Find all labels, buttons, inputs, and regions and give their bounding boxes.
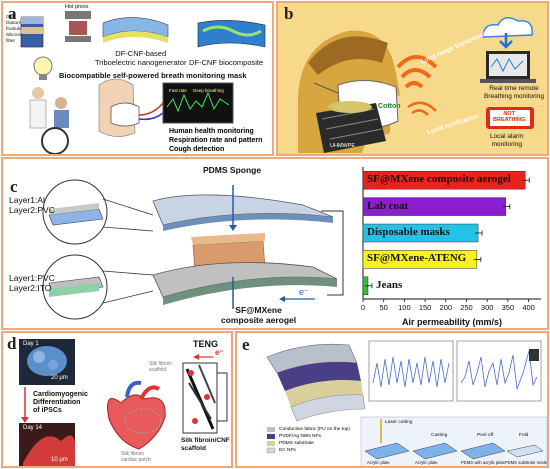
svg-text:Deep breathing: Deep breathing (193, 88, 224, 93)
panel-a-top-labels: CNF Diatom frustule Silicone filter (6, 15, 24, 45)
differentiation-label: Cardiomyogenic Differentiation of iPSCs (33, 391, 88, 414)
x-tick-label-150: 150 (419, 303, 432, 312)
panel-a-illustration: Fast rate Deep breathing (20, 11, 266, 154)
legend-item-ec: EC NFs (279, 448, 296, 453)
panel-d-label: d (7, 334, 17, 353)
teng-label: DF-CNF-based Triboelectric nanogenerator (95, 49, 187, 67)
panel-c-device-illustration (42, 179, 344, 320)
hot-press-label: Hot press (65, 4, 89, 10)
panel-e-label: e (242, 335, 250, 354)
material-legend: Conductive fabric (PU on the top) PVDF/A… (279, 426, 350, 454)
not-breathing-text: NOT BREATHING (493, 111, 526, 123)
scale-bar-1: 20 μm (51, 375, 68, 381)
uhmwpe-label: UHMWPE (330, 143, 356, 149)
process-peel: Peel off (477, 433, 494, 438)
legend-item-conductive: Conductive fabric (PU on the top) (279, 427, 350, 432)
mask-title: Biocompatible self-powered breath monito… (59, 71, 247, 80)
x-tick-label-50: 50 (380, 303, 388, 312)
bar-category-label-2: Disposable masks (367, 226, 450, 238)
monitor-line-1: Human health monitoring (169, 128, 254, 135)
silk-patch-label: Silk fibroin cardiac patch (121, 451, 151, 463)
pdms-sponge-label: PDMS Sponge (203, 165, 262, 175)
bar-category-label-3: SF@MXene-ATENG (367, 252, 467, 265)
panel-e-illustration (266, 340, 547, 466)
label-cnf: CNF (6, 15, 16, 20)
step-4: PDMS substrate model (505, 460, 549, 465)
day1-label: Day 1 (23, 341, 39, 347)
x-tick-label-100: 100 (398, 303, 411, 312)
monitor-lines: Human health monitoring Respiration rate… (169, 127, 262, 154)
layer-top-label: Layer1:Al Layer2:PVC (9, 195, 55, 215)
scale-bar-2: 10 μm (51, 457, 68, 463)
label-diatom: Diatom (6, 21, 22, 26)
step-1: Acrylic plate (367, 460, 390, 465)
panel-b: b Long range transmission Real time remo (276, 1, 549, 156)
panel-c-label: c (10, 177, 18, 196)
electron-label-d: e⁻ (215, 348, 224, 357)
silk-cnf-label: Silk fibroin/CNF scaffold (181, 437, 230, 452)
label-filter: filter (6, 39, 16, 44)
step-2: Acrylic plate (415, 460, 438, 465)
step-3: PDMS with acrylic plate (461, 460, 505, 465)
bar-category-label-1: Lab coat (367, 199, 409, 212)
panel-b-label: b (284, 4, 294, 23)
label-silicone: Silicone (6, 33, 23, 38)
panel-d-illustration (19, 339, 228, 466)
legend-item-pdms: PDMS substrate (279, 441, 314, 446)
biocomposite-label: DF-CNF biocomposite (189, 58, 264, 67)
x-tick-label-0: 0 (361, 303, 365, 312)
panel-e: e Conductive fabric (PU on the top) PVDF… (235, 331, 549, 468)
process-laser: Laser cutting (385, 420, 413, 425)
silk-scaffold-label: Silk fibroin scaffold (149, 361, 173, 373)
aerogel-label: SF@MXene composite aerogel (221, 305, 297, 325)
svg-text:Fast rate: Fast rate (169, 88, 187, 93)
panel-b-illustration (298, 17, 536, 153)
remote-monitoring-label: Real time remote Breathing monitoring (484, 85, 544, 100)
legend-item-pvdf: PVDF/Ag NWs NFs (279, 434, 321, 439)
x-tick-label-350: 350 (502, 303, 515, 312)
monitor-line-3: Cough detection (169, 146, 225, 153)
teng-label: TENG (193, 339, 219, 349)
label-frustule: frustule (6, 27, 22, 32)
cotton-label: Cotton (378, 103, 401, 110)
x-tick-label-400: 400 (522, 303, 535, 312)
x-tick-label-200: 200 (440, 303, 453, 312)
layer-bottom-label: Layer1:PVC Layer2:ITO (9, 273, 55, 293)
monitor-line-2: Respiration rate and pattern (169, 137, 263, 144)
x-tick-label-300: 300 (481, 303, 494, 312)
x-axis-title: Air permeability (mm/s) (402, 317, 502, 327)
process-casting: Casting (431, 433, 448, 438)
panel-a: a Fast rate Deep breathing (1, 1, 274, 156)
alarm-label: Local alarm monitoring (490, 133, 524, 148)
day14-label: Day 14 (23, 425, 43, 431)
process-fold: Fold (519, 433, 529, 438)
bar-category-label-4: Jeans (375, 278, 403, 291)
electron-label: e⁻ (299, 287, 309, 297)
x-tick-label-250: 250 (460, 303, 473, 312)
panel-c: c PDMS Sponge Layer1:Al Layer2:PVC Layer… (1, 157, 549, 330)
panel-a-label: a (8, 4, 17, 23)
panel-d: d Day 1 20 μm Cardiomyogenic Differentia… (1, 331, 233, 468)
bar-category-label-0: SF@MXene composite aerogel (367, 173, 511, 186)
